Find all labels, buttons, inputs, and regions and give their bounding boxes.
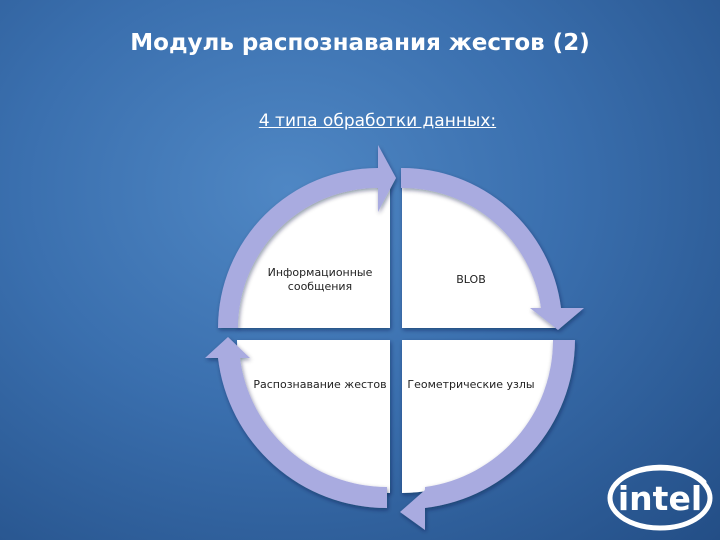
label-geometric-nodes: Геометрические узлы: [407, 378, 535, 391]
slide-subtitle: 4 типа обработки данных:: [258, 111, 497, 131]
arrow-bottom-left: [205, 337, 387, 509]
quadrant-top-right: [402, 175, 555, 328]
intel-logo-text: intel: [618, 479, 702, 518]
slide-title: Модуль распознавания жестов (2): [130, 30, 590, 56]
arrow-bottom-right: [400, 340, 575, 530]
label-gesture-recognition: Распознавание жестов: [253, 378, 387, 391]
quadrant-bottom-left: [237, 340, 390, 493]
intel-logo: intel: [607, 464, 713, 531]
label-blob: BLOB: [456, 273, 486, 286]
arrow-top-left: [218, 145, 396, 328]
quadrant-top-left: [237, 175, 390, 328]
label-information-messages: Информационные сообщения: [267, 266, 373, 293]
arrow-top-right: [401, 167, 584, 330]
quadrant-bottom-right: [402, 340, 555, 493]
